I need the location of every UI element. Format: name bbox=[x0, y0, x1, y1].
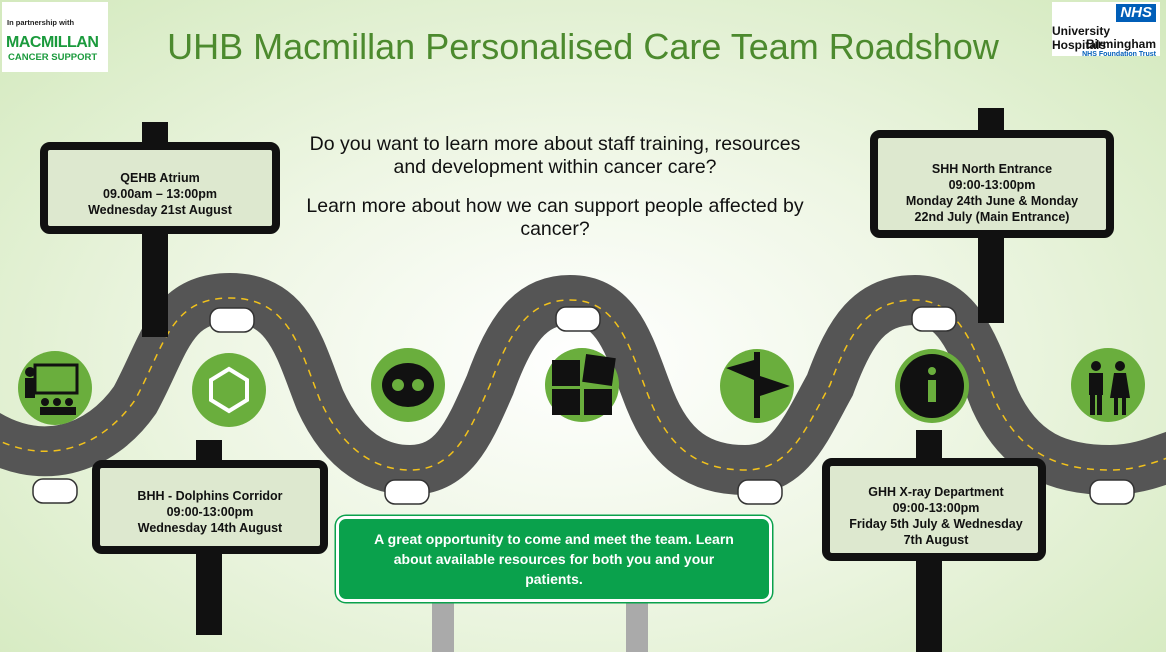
people-icon bbox=[1071, 348, 1145, 422]
road-centerline bbox=[0, 297, 1166, 471]
qehb-date: Wednesday 21st August bbox=[88, 203, 232, 217]
car-icon bbox=[555, 306, 601, 332]
car-icon bbox=[384, 479, 430, 505]
partner-label: In partnership with bbox=[7, 18, 75, 27]
shh-location: SHH North Entrance bbox=[931, 162, 1053, 176]
shh-sign-text: SHH North Entrance 09:00-13:00pm Monday … bbox=[882, 161, 1102, 225]
ghh-date-1: Friday 5th July & Wednesday bbox=[849, 517, 1023, 531]
bhh-time: 09:00-13:00pm bbox=[166, 505, 254, 519]
page-title: UHB Macmillan Personalised Care Team Roa… bbox=[167, 26, 999, 67]
bhh-sign bbox=[92, 460, 328, 554]
macmillan-subtitle: CANCER SUPPORT bbox=[8, 52, 98, 63]
car-icon bbox=[209, 307, 255, 333]
nhs-name-line2: Birmingham bbox=[1085, 37, 1156, 51]
bhh-location: BHH - Dolphins Corridor bbox=[137, 489, 283, 503]
car-icon bbox=[911, 306, 957, 332]
qehb-sign bbox=[40, 142, 280, 234]
ghh-date-2: 7th August bbox=[903, 533, 969, 547]
macmillan-logo: In partnership with MACMILLAN CANCER SUP… bbox=[2, 2, 108, 72]
shh-time: 09:00-13:00pm bbox=[948, 178, 1036, 192]
intro-question-1: Do you want to learn more about staff tr… bbox=[309, 133, 801, 178]
intro-question-2: Learn more about how we can support peop… bbox=[306, 195, 804, 240]
banner-post bbox=[626, 600, 648, 652]
banner-post bbox=[432, 600, 454, 652]
hexagon-icon bbox=[192, 353, 266, 427]
ghh-sign-text: GHH X-ray Department 09:00-13:00pm Frida… bbox=[834, 484, 1038, 548]
shh-date-1: Monday 24th June & Monday bbox=[905, 194, 1079, 208]
bhh-date: Wednesday 14th August bbox=[137, 521, 283, 535]
nhs-badge: NHS bbox=[1116, 4, 1156, 22]
shh-date-2: 22nd July (Main Entrance) bbox=[914, 210, 1070, 224]
nhs-name-line1: University Hospitals bbox=[1052, 24, 1111, 52]
qehb-location: QEHB Atrium bbox=[120, 171, 200, 185]
shh-sign bbox=[870, 130, 1114, 238]
info-banner: A great opportunity to come and meet the… bbox=[336, 516, 772, 602]
car-icon bbox=[737, 479, 783, 505]
car-icon bbox=[32, 478, 78, 504]
qehb-sign-text: QEHB Atrium 09.00am – 13:00pm Wednesday … bbox=[52, 170, 268, 218]
banner-text: A great opportunity to come and meet the… bbox=[374, 531, 734, 587]
car-icon bbox=[1089, 479, 1135, 505]
ghh-time: 09:00-13:00pm bbox=[892, 501, 980, 515]
bhh-sign-text: BHH - Dolphins Corridor 09:00-13:00pm We… bbox=[104, 488, 316, 536]
ghh-location: GHH X-ray Department bbox=[868, 485, 1004, 499]
ghh-sign bbox=[822, 458, 1046, 561]
macmillan-wordmark: MACMILLAN bbox=[6, 34, 99, 51]
nhs-logo: NHS University Hospitals Birmingham NHS … bbox=[1052, 2, 1160, 58]
qehb-time: 09.00am – 13:00pm bbox=[103, 187, 217, 201]
nhs-trust: NHS Foundation Trust bbox=[1082, 51, 1156, 58]
